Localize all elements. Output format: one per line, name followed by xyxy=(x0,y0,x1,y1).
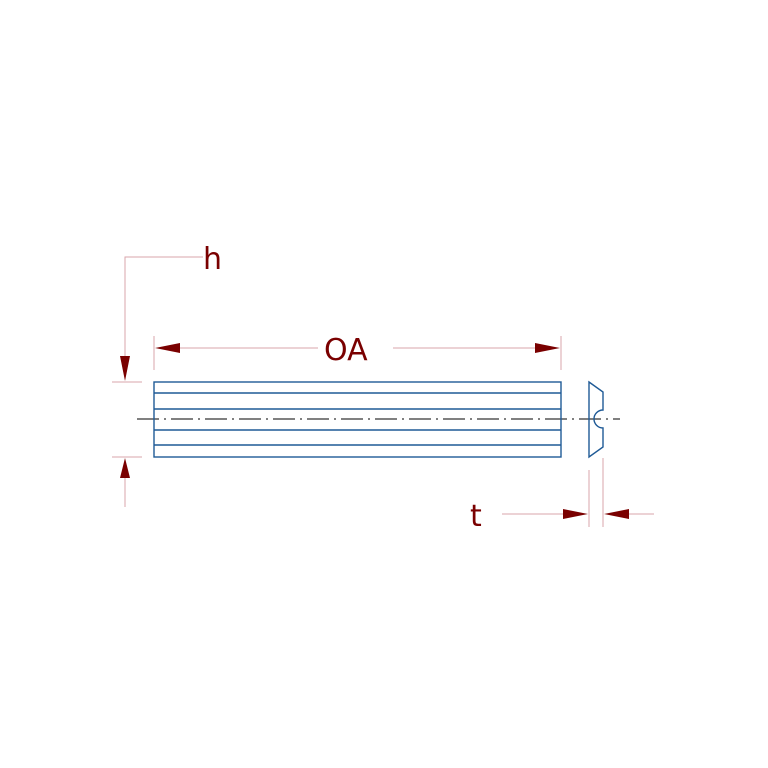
blade-front-view xyxy=(153,381,562,458)
h-leader-line xyxy=(124,256,203,356)
arrowheads xyxy=(120,343,629,519)
t-arrow-left xyxy=(563,509,588,519)
t-arrow-right xyxy=(604,509,629,519)
blade-outline xyxy=(153,381,562,458)
oa-arrow-right xyxy=(535,343,560,353)
overall-length-dimension-label: OA xyxy=(324,333,368,368)
height-dimension-label: h xyxy=(203,242,222,277)
blade-side-profile xyxy=(588,380,604,459)
h-arrow-bottom xyxy=(120,458,130,478)
oa-arrow-left xyxy=(155,343,180,353)
extension-lines xyxy=(112,256,654,527)
thickness-dimension-label: t xyxy=(470,499,482,534)
h-arrow-top xyxy=(120,356,130,381)
